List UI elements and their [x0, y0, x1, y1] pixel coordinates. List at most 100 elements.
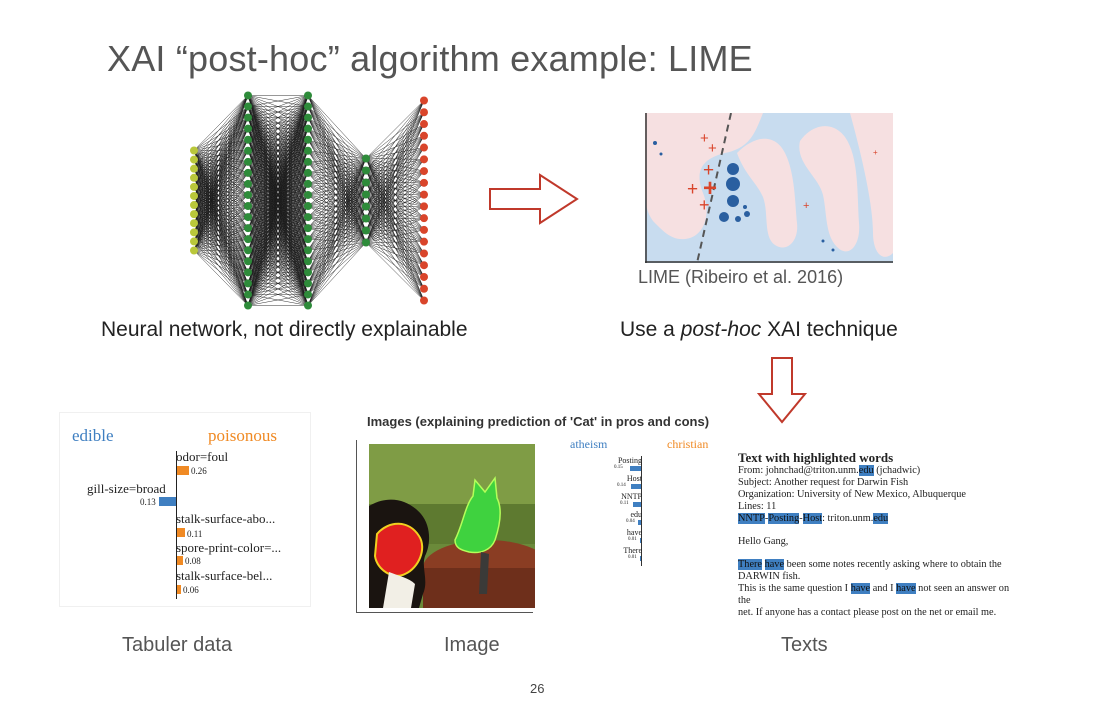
text-line-from: From: johnchad@triton.unm.edu (jchadwic)	[738, 465, 920, 476]
word-value: 0.11	[620, 501, 629, 506]
nn-edge	[365, 241, 425, 243]
nn-edge	[193, 216, 249, 251]
lime-caption-prefix: Use a	[620, 318, 681, 341]
feature-value: 0.11	[187, 529, 203, 539]
nn-edge	[307, 182, 367, 240]
nn-edge	[247, 95, 309, 251]
right-arrow-icon	[489, 173, 579, 225]
nn-node	[420, 272, 428, 281]
nn-edge	[193, 95, 249, 233]
nn-node	[420, 178, 428, 187]
feature-value: 0.08	[185, 556, 201, 566]
nn-edge	[193, 238, 249, 251]
plus-marker: +	[699, 195, 710, 215]
nn-edge	[247, 95, 309, 207]
nn-edge	[365, 170, 425, 243]
nn-edge	[365, 229, 425, 243]
tabular-class-left: edible	[72, 426, 114, 445]
text-line-nntp: NNTP-Posting-Host: triton.unm.edu	[738, 513, 889, 524]
text-span: -	[764, 513, 769, 524]
image-word-axis	[641, 456, 642, 566]
nn-node	[420, 120, 428, 129]
nn-node	[304, 268, 312, 277]
nn-edge	[307, 230, 367, 273]
nn-edge	[365, 217, 425, 243]
neural-network-diagram	[190, 91, 428, 310]
nn-edge	[247, 227, 309, 306]
nn-edge	[307, 158, 367, 196]
nn-edge	[247, 95, 309, 118]
nn-edge	[193, 106, 249, 251]
nn-node	[190, 246, 198, 255]
nn-edge	[307, 205, 367, 243]
nn-node	[420, 167, 428, 176]
nn-edge	[193, 150, 249, 251]
nn-node	[244, 268, 252, 277]
tabular-explanation-panel: edible poisonous odor=foul 0.26 gill-siz…	[60, 413, 310, 606]
nn-edge	[307, 95, 367, 171]
text-span: From: johnchad@triton.unm.	[738, 465, 859, 476]
nn-edge	[193, 117, 249, 242]
nn-edge	[247, 194, 309, 306]
nn-edge	[307, 230, 367, 262]
feature-bar-right	[177, 528, 185, 537]
nn-node	[304, 124, 312, 133]
word-value: 0.15	[614, 465, 623, 470]
nn-node	[244, 113, 252, 122]
nn-edge	[247, 172, 309, 306]
nn-node	[420, 261, 428, 270]
nn-edge	[307, 170, 367, 207]
feature-label: stalk-surface-abo...	[176, 511, 276, 526]
nn-edge	[307, 218, 367, 229]
nn-edge	[307, 170, 367, 240]
nn-layer-5	[420, 96, 428, 305]
nn-node	[420, 237, 428, 246]
nn-edge	[365, 182, 425, 243]
dot-marker	[727, 163, 739, 175]
nn-edge	[365, 135, 425, 243]
nn-edge	[307, 194, 367, 218]
nn-edge	[247, 128, 309, 306]
nn-edge	[193, 117, 249, 206]
nn-edge	[307, 106, 367, 159]
nn-edge	[247, 95, 309, 174]
nn-node	[362, 226, 370, 235]
nn-edge	[193, 117, 249, 233]
nn-edge	[307, 117, 367, 231]
nn-edge	[247, 95, 309, 240]
nn-edge	[193, 95, 249, 178]
nn-edge	[247, 95, 309, 273]
nn-edge	[307, 95, 367, 159]
nn-node	[244, 257, 252, 266]
nn-edge	[307, 158, 367, 207]
nn-edge	[307, 150, 367, 159]
lime-plus-markers: + + + + + + + +	[687, 130, 878, 215]
nn-edge	[365, 100, 425, 231]
nn-node	[362, 238, 370, 247]
nn-edge	[307, 139, 367, 159]
feature-bar-right	[177, 466, 189, 475]
nn-edge	[307, 206, 367, 284]
nn-node	[304, 190, 312, 199]
nn-edge	[247, 95, 309, 196]
nn-edge	[307, 158, 367, 174]
nn-edge	[247, 205, 309, 306]
nn-edge	[307, 128, 367, 243]
feature-bar-left	[159, 497, 176, 506]
nn-edge	[247, 95, 309, 151]
text-line-p3: This is the same question I have and I h…	[738, 583, 1009, 594]
nn-node	[190, 210, 198, 219]
nn-node	[244, 301, 252, 310]
nn-edge	[307, 218, 367, 240]
nn-node	[304, 246, 312, 255]
nn-node	[420, 155, 428, 164]
nn-edge	[307, 170, 367, 218]
down-arrow-icon	[757, 357, 807, 424]
lime-region-right	[799, 126, 860, 252]
nn-node	[304, 235, 312, 244]
highlighted-word: Host	[802, 513, 823, 524]
nn-edge	[193, 95, 249, 251]
nn-edge	[247, 95, 309, 295]
nn-edge	[247, 95, 309, 140]
word-label: have	[626, 528, 642, 537]
